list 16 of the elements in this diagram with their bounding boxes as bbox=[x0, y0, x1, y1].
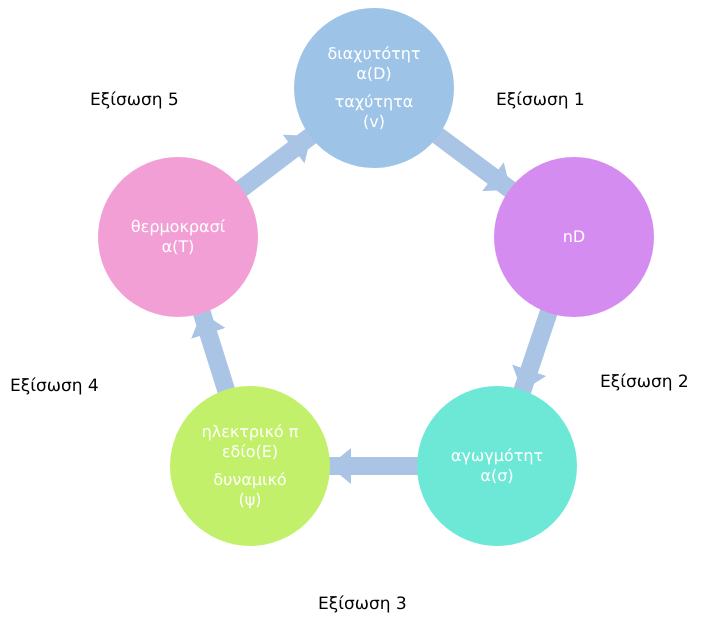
equation-label: Εξίσωση 4 bbox=[10, 376, 99, 396]
node-text: διαχυτότητα(D) bbox=[326, 44, 422, 84]
equation-label: Εξίσωση 2 bbox=[600, 372, 689, 392]
equation-label: Εξίσωση 5 bbox=[90, 90, 179, 110]
node-text: nD bbox=[562, 227, 586, 247]
block-arrow bbox=[191, 310, 235, 394]
node-text: ταχύτητα (v) bbox=[334, 92, 414, 132]
node-text: δυναμικό (ψ) bbox=[212, 470, 288, 510]
equation-label: Εξίσωση 3 bbox=[318, 594, 407, 614]
node-text: θερμοκρασία(T) bbox=[130, 217, 226, 257]
node-text: αγωγμότητα(σ) bbox=[450, 446, 544, 486]
block-arrow bbox=[329, 448, 418, 484]
node-text: ηλεκτρικό πεδίο(E) bbox=[200, 422, 300, 462]
equation-label: Εξίσωση 1 bbox=[496, 90, 585, 110]
block-arrow bbox=[432, 128, 516, 198]
block-arrow bbox=[512, 309, 558, 394]
